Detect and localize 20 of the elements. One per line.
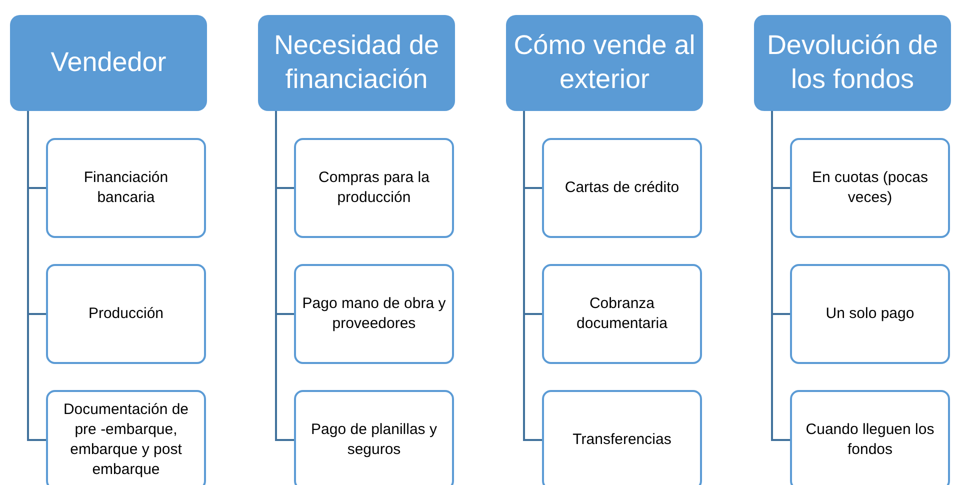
item-box: Transferencias [542, 390, 702, 485]
item-box: Pago mano de obra y proveedores [294, 264, 454, 364]
item-box: Pago de planillas y seguros [294, 390, 454, 485]
item-box: Cartas de crédito [542, 138, 702, 238]
item-box: Compras para la producción [294, 138, 454, 238]
item-box: Un solo pago [790, 264, 950, 364]
connector-line [523, 111, 542, 441]
connector-line [275, 111, 294, 441]
item-box: Producción [46, 264, 206, 364]
item-box: Documentación de pre -embarque, embarque y post embarque [46, 390, 206, 485]
item-box: Cuando lleguen los fondos [790, 390, 950, 485]
item-box: Cobranza documentaria [542, 264, 702, 364]
item-box: Financiación bancaria [46, 138, 206, 238]
connector-line [771, 111, 790, 441]
header-box: Cómo vende al exterior [506, 15, 703, 111]
header-box: Vendedor [10, 15, 207, 111]
header-box: Devolución de los fondos [754, 15, 951, 111]
connector-line [27, 111, 46, 441]
item-box: En cuotas (pocas veces) [790, 138, 950, 238]
header-box: Necesidad de financiación [258, 15, 455, 111]
